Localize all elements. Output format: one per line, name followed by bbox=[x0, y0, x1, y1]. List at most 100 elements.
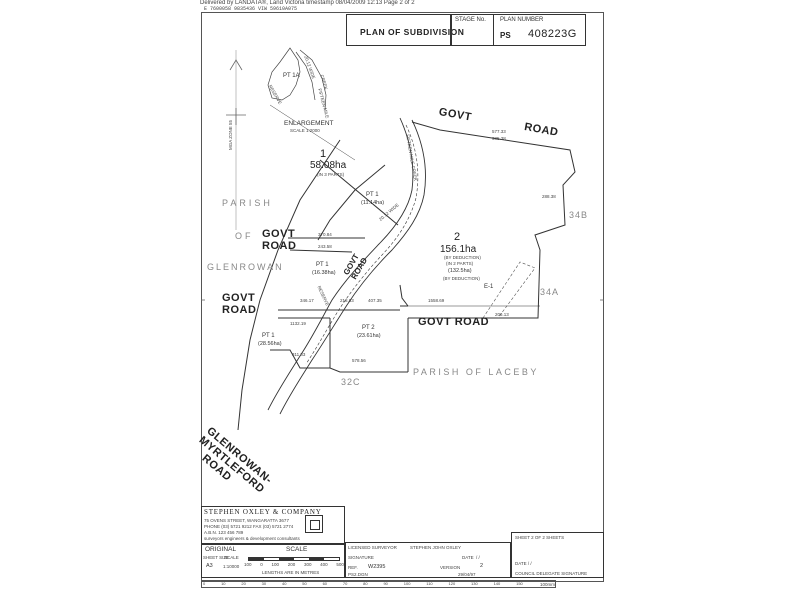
ref-label: REF. bbox=[348, 565, 358, 570]
road-govt-left-text: GOVT ROAD bbox=[262, 228, 297, 252]
ruler-tick: 20 bbox=[241, 581, 246, 586]
surveyor-box bbox=[345, 542, 511, 578]
easement-label: E-1 bbox=[484, 284, 494, 290]
dim-2: 985.38 bbox=[492, 136, 506, 141]
firm-logo-icon bbox=[305, 515, 323, 533]
dim-11: 218.83 bbox=[340, 298, 354, 303]
page-frame bbox=[201, 12, 604, 582]
scale-value: 1:10000 bbox=[223, 564, 240, 569]
council-box bbox=[511, 532, 604, 578]
firm-address-4: surveyors engineers & development consul… bbox=[204, 536, 300, 541]
ref-value: W2395 bbox=[368, 564, 386, 570]
mm-ruler bbox=[201, 580, 556, 588]
ruler-tick: 60 bbox=[322, 581, 328, 586]
council-signature-label: COUNCIL DELEGATE SIGNATURE bbox=[515, 571, 588, 576]
title-cell bbox=[346, 14, 451, 46]
scale-box bbox=[201, 544, 345, 578]
ruler-tick: 140 bbox=[493, 581, 501, 586]
dim-7: 311.83 bbox=[292, 352, 306, 357]
original-label: ORIGINAL bbox=[205, 546, 237, 553]
scale-tick: 100 bbox=[271, 562, 279, 567]
scale-tick: 200 bbox=[287, 562, 296, 567]
scale-label-small: SCALE bbox=[224, 555, 239, 560]
road-label-govt-left: GOVT ROAD bbox=[262, 228, 312, 252]
lot2-part-note: (BY DEDUCTION) bbox=[443, 276, 480, 281]
delivery-header: Delivered by LANDATA®, Land Victoria tim… bbox=[200, 0, 415, 6]
dim-5: 206.13 bbox=[495, 312, 509, 317]
firm-box bbox=[201, 506, 345, 544]
signature-label: SIGNATURE bbox=[348, 555, 374, 560]
ruler-unit: 100mm bbox=[540, 582, 556, 587]
dim-1: 577.33 bbox=[492, 129, 506, 134]
pt2-label: PT 2 bbox=[362, 325, 375, 331]
pt2-area: (23.61ha) bbox=[357, 333, 381, 339]
pt1-c-label: PT 1 bbox=[262, 333, 275, 339]
firm-name: STEPHEN OXLEY & COMPANY bbox=[204, 508, 322, 516]
lot1-area: 58.08ha bbox=[310, 160, 347, 171]
parish-laceby-label: PARISH OF LACEBY bbox=[413, 367, 539, 377]
scale-tick: 0 bbox=[260, 562, 263, 567]
scale-tick: 500 bbox=[336, 562, 344, 567]
lot-boundaries bbox=[237, 121, 576, 431]
ruler-tick: 110 bbox=[426, 581, 433, 586]
ruler-tick: 80 bbox=[363, 581, 368, 586]
ruler-tick: 90 bbox=[383, 581, 388, 586]
lot2-area: 156.1ha bbox=[440, 244, 477, 255]
reference-header: E 7600058 9835436 VIW 59610A075 bbox=[204, 6, 298, 12]
surveyor-name: STEPHEN JOHN OXLEY bbox=[410, 545, 462, 550]
lot1-note: (IN 3 PARTS) bbox=[317, 172, 345, 177]
file-value: PS2.DGN bbox=[348, 572, 368, 577]
plan-title: PLAN OF SUBDIVISION bbox=[360, 27, 465, 37]
parish-label: PARISH bbox=[222, 198, 273, 208]
enlargement-label: ENLARGEMENT bbox=[284, 120, 334, 127]
dim-3: 288.38 bbox=[542, 194, 556, 199]
sheet-size: A3 bbox=[206, 563, 213, 569]
scale-tick: 300 bbox=[303, 562, 312, 567]
scale-bar bbox=[248, 557, 340, 561]
ruler-tick: 30 bbox=[261, 581, 267, 586]
grid-zone-label: MGA ZONE 55 bbox=[228, 119, 233, 150]
sheet-count: SHEET 2 OF 2 SHEETS bbox=[515, 535, 565, 540]
pt1-a-area: (11.14ha) bbox=[361, 200, 385, 206]
scale-tick: 400 bbox=[320, 562, 328, 567]
pt1-a-label: PT 1 bbox=[366, 192, 379, 198]
lot2-note2: (IN 2 PARTS) bbox=[446, 261, 474, 266]
subdivision-map: 577.33 985.38 288.38 1558.69 206.13 578.… bbox=[201, 47, 604, 431]
dim-8: 1132.19 bbox=[290, 321, 306, 326]
pt1-c-area: (28.56ha) bbox=[258, 341, 282, 347]
north-arrow-icon bbox=[226, 59, 246, 125]
ruler-tick: 40 bbox=[281, 581, 287, 586]
road-govt-left2-text: GOVT ROAD bbox=[222, 292, 257, 316]
lot2-part-area: (132.5ha) bbox=[448, 268, 472, 274]
pt1-b-area: (16.38ha) bbox=[312, 270, 336, 276]
lot2-number: 2 bbox=[454, 231, 461, 243]
dim-10: 243.58 bbox=[318, 244, 332, 249]
plan-number-label: PLAN NUMBER bbox=[500, 17, 544, 23]
ruler-tick: 0 bbox=[203, 581, 206, 586]
version-label: VERSION bbox=[440, 565, 461, 570]
stage-cell bbox=[451, 14, 494, 46]
easement-lines bbox=[482, 261, 536, 319]
date-label: DATE bbox=[462, 555, 474, 560]
stage-label: STAGE No. bbox=[455, 17, 486, 23]
dim-12: 407.35 bbox=[368, 298, 382, 303]
allotment-34b: 34B bbox=[569, 210, 589, 220]
surveyor-label: LICENSED SURVEYOR bbox=[348, 545, 397, 550]
parish-glenrowan-label: GLENROWAN bbox=[207, 262, 284, 272]
enlargement-lot: PT 1A bbox=[283, 73, 300, 79]
plan-number: 408223G bbox=[528, 28, 577, 40]
enlargement-detail bbox=[267, 47, 356, 161]
firm-address-2: PHONE (03) 5721 9212 FAX (03) 5721 2774 bbox=[204, 524, 294, 529]
dimension-text: 577.33 985.38 288.38 1558.69 206.13 578.… bbox=[290, 129, 556, 363]
road-govt-top-text: GOVT ROAD bbox=[437, 106, 560, 139]
road-label-govt-middle: GOVT ROAD bbox=[418, 316, 490, 328]
creek-reserve bbox=[267, 117, 426, 415]
allotment-34a: 34A bbox=[540, 287, 560, 297]
scale-ticks: 100 0 100 200 300 400 500 bbox=[244, 562, 344, 567]
ruler-tick: 50 bbox=[302, 581, 307, 586]
ruler-tick: 130 bbox=[471, 581, 478, 586]
allotment-32c: 32C bbox=[341, 377, 361, 387]
date-value: / / bbox=[476, 555, 480, 560]
sheet-size-label: SHEET SIZE bbox=[203, 555, 230, 560]
scale-tick: 100 bbox=[244, 562, 252, 567]
